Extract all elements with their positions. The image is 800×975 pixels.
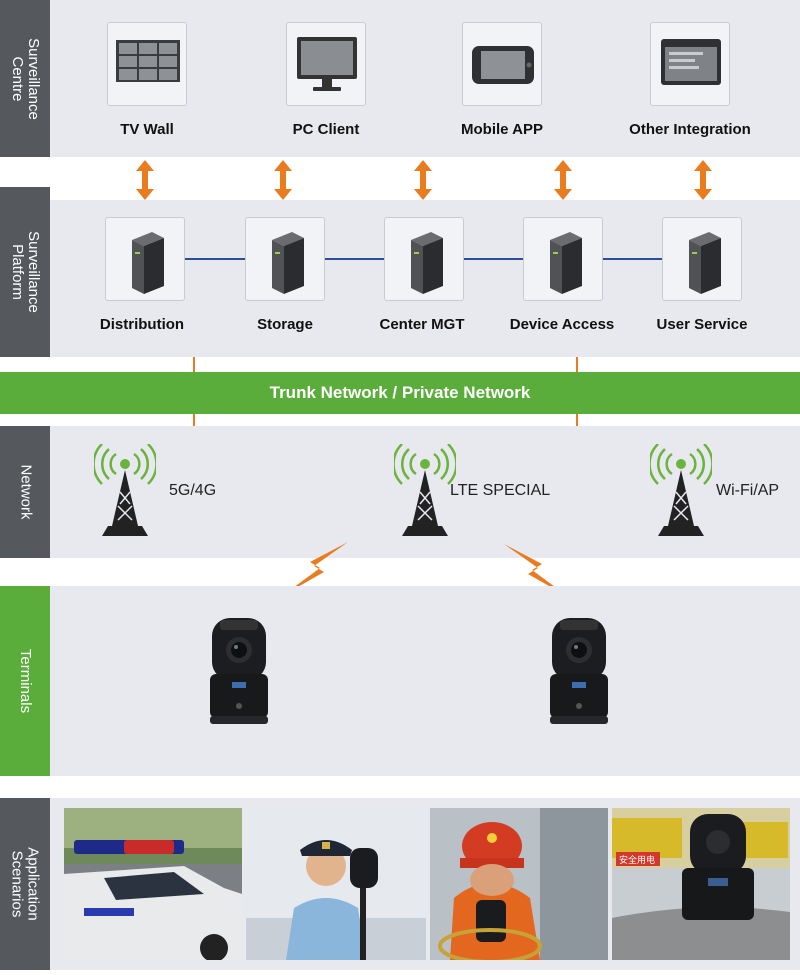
center-mgt-box — [384, 217, 464, 301]
device-access-box — [523, 217, 603, 301]
other-integration-label: Other Integration — [629, 121, 751, 138]
mobile-app-box — [462, 22, 542, 106]
tv-wall-box — [107, 22, 187, 106]
other-integration-box — [650, 22, 730, 106]
ptz-camera-icon — [550, 618, 608, 724]
server-icon — [550, 232, 582, 294]
integration-panel-icon — [661, 39, 721, 85]
trunk-network-label: Trunk Network / Private Network — [269, 383, 531, 402]
network-lte-label: LTE SPECIAL — [450, 482, 551, 499]
antenna-tower-icon — [394, 444, 456, 536]
pc-client-box — [286, 22, 366, 106]
user-service-label: User Service — [656, 316, 748, 333]
ptz-camera-icon — [210, 618, 268, 724]
user-service-box — [662, 217, 742, 301]
application-scenarios-label: Application Scenarios — [0, 798, 50, 970]
double-arrow-icon — [274, 160, 292, 200]
network-5g-4g-label: 5G/4G — [169, 482, 217, 499]
double-arrow-icon — [554, 160, 572, 200]
connection-arrows — [0, 157, 800, 187]
double-arrow-icon — [136, 160, 154, 200]
double-arrow-icon — [414, 160, 432, 200]
police-officer-photo — [246, 808, 426, 960]
server-icon — [132, 232, 164, 294]
center-mgt-label: Center MGT — [379, 316, 465, 333]
tv-wall-label: TV Wall — [120, 121, 174, 138]
pc-client-label: PC Client — [292, 121, 360, 138]
storage-box — [245, 217, 325, 301]
surveillance-centre-label: Surveillance Centre — [0, 0, 50, 157]
antenna-tower-icon — [94, 444, 156, 536]
antenna-tower-icon — [650, 444, 712, 536]
double-arrow-icon — [694, 160, 712, 200]
surveillance-platform-label: Surveillance Platform — [0, 187, 50, 357]
server-icon — [689, 232, 721, 294]
server-icon — [272, 232, 304, 294]
server-icon — [411, 232, 443, 294]
police-car-photo — [64, 808, 242, 960]
distribution-label: Distribution — [99, 316, 185, 333]
device-access-label: Device Access — [509, 316, 615, 333]
mobile-app-label: Mobile APP — [461, 121, 543, 138]
terminals-band — [0, 586, 800, 776]
trunk-connectors — [193, 357, 578, 427]
terminals-label: Terminals — [0, 586, 50, 776]
network-wifi-label: Wi-Fi/AP — [716, 482, 780, 499]
storage-label: Storage — [257, 316, 313, 333]
monitor-icon — [297, 37, 357, 91]
distribution-box — [105, 217, 185, 301]
tv-wall-icon — [116, 40, 180, 82]
network-label: Network — [0, 426, 50, 558]
phone-icon — [472, 46, 534, 84]
firefighter-photo — [430, 808, 608, 960]
truck-banner-text: 安全用电 — [619, 854, 655, 866]
trunk-network-bar: Trunk Network / Private Network — [0, 372, 800, 414]
roadside-camera-photo: 安全用电 — [612, 808, 790, 960]
